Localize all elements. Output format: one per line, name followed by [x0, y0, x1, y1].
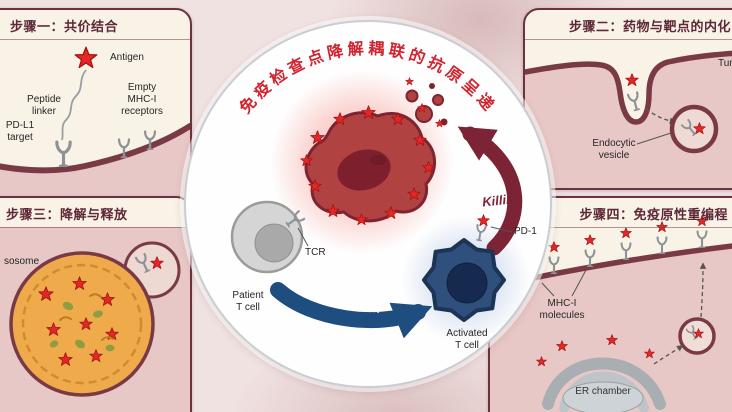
- lysosome-label: sosome: [4, 256, 40, 267]
- killing-arrow: [457, 126, 523, 256]
- panel-step3: 步骤三：降解与释放 sosome: [0, 196, 192, 412]
- tcr-leader-line: [297, 227, 309, 247]
- mhc-leader-lines: [541, 269, 587, 297]
- step1-title: 步骤一：共价结合: [0, 10, 190, 40]
- endocytic-vesicle-label: Endocytic vesicle: [592, 138, 636, 161]
- peptide-fragments: [59, 293, 114, 341]
- central-circle: 免疫检查点降解耦联的抗原呈递: [184, 20, 552, 388]
- trafficking-arrows: [653, 262, 707, 365]
- lysosome: [9, 251, 155, 397]
- peptide-linker-squiggle: [61, 69, 87, 141]
- patient-t-cell-label: Patient T cell: [232, 290, 264, 313]
- antigen-label: Antigen: [110, 52, 144, 63]
- vesicle-leader-line: [636, 132, 672, 145]
- er-chamber-label: ER chamber: [575, 386, 631, 397]
- pd1-label: PD-1: [514, 226, 537, 237]
- pdl1-receptor-icon: [55, 140, 72, 167]
- step2-title: 步骤二：药物与靶点的内化: [525, 10, 732, 40]
- pd1-leader-line: [490, 226, 513, 233]
- activation-arrow: [270, 282, 433, 339]
- antigen-star-icon: [625, 73, 639, 86]
- enzyme-blobs: [49, 301, 115, 352]
- membrane-invagination: [525, 50, 732, 188]
- peptide-linker-label: Peptide linker: [27, 94, 61, 117]
- panel-step2: 步骤二：药物与靶点的内化 Tum Endocytic vesicle: [523, 8, 732, 190]
- endocytic-vesicle: [669, 104, 719, 154]
- antigen-star-icon: [74, 46, 98, 69]
- step4-title: 步骤四：免疫原性重编程: [490, 198, 732, 228]
- mhc-molecules-label: MHC-I molecules: [539, 298, 585, 321]
- tcr-label: TCR: [305, 247, 326, 258]
- internalized-receptor-icon: [626, 91, 643, 113]
- activated-t-cell: [422, 238, 506, 322]
- transport-vesicle: [678, 317, 716, 355]
- empty-mhc-label: Empty MHC-I receptors: [121, 82, 163, 117]
- er-chamber: [542, 357, 666, 412]
- tumor-label: Tum: [718, 58, 732, 69]
- patient-t-cell: [230, 200, 304, 274]
- pdl1-target-label: PD-L1 target: [5, 120, 35, 143]
- activated-t-cell-label: Activated T cell: [446, 328, 488, 351]
- step3-title: 步骤三：降解与释放: [0, 198, 190, 228]
